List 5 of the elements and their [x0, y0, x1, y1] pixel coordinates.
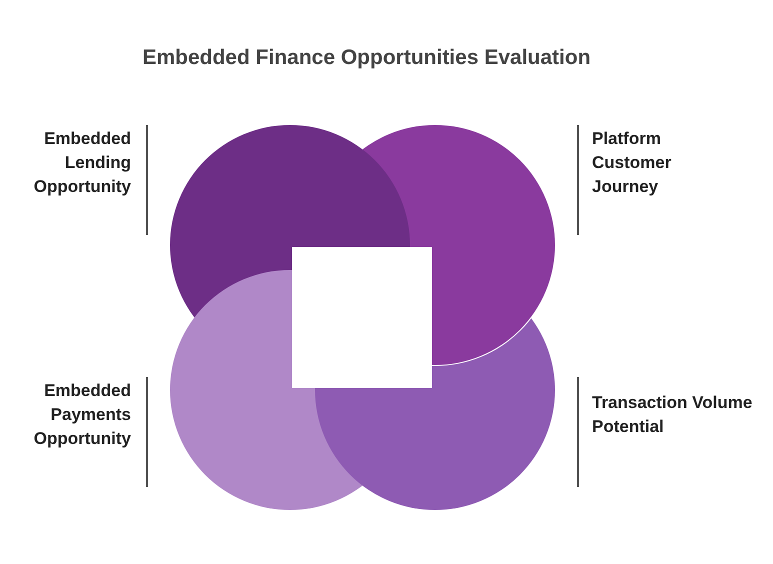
title: Embedded Finance Opportunities Evaluation: [141, 46, 592, 70]
circle-label: Embedded Lending Opportunity: [32, 128, 131, 198]
circle-label: Embedded Payments Opportunity: [32, 380, 131, 450]
circle-label: Platform Customer Journey: [592, 128, 672, 198]
circle-label: Transaction Volume Potential: [592, 392, 754, 438]
